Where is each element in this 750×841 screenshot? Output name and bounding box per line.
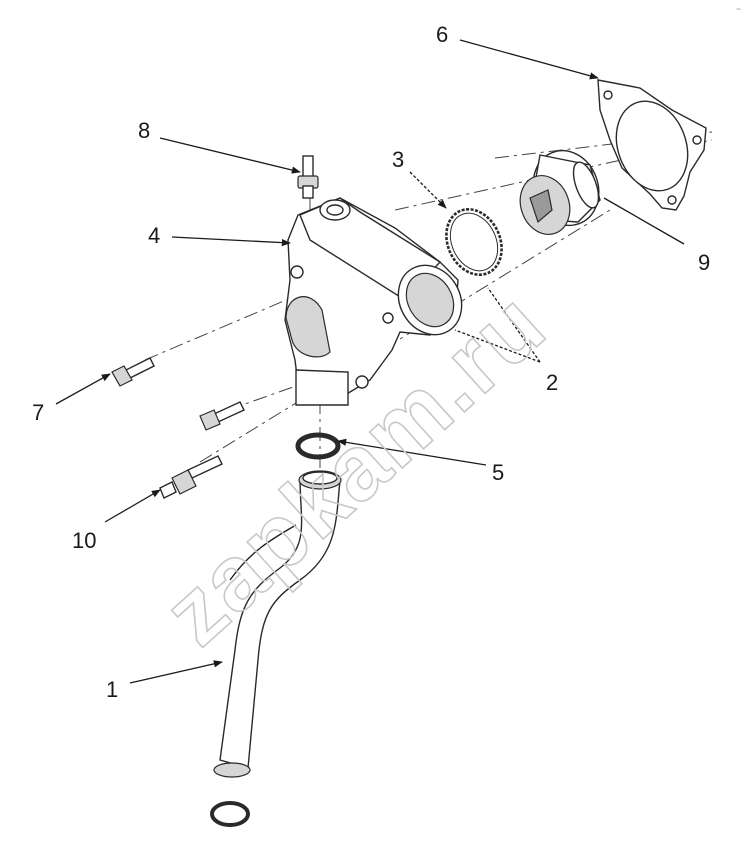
corner-mark: ~ [736, 4, 741, 14]
o-ring-seal [445, 207, 503, 277]
thermostat [519, 149, 601, 235]
stud-bolt [297, 155, 319, 199]
callout-7: 7 [32, 400, 44, 425]
callout-6: 6 [436, 22, 448, 47]
coolant-pipe [213, 470, 342, 778]
callout-2: 2 [546, 370, 558, 395]
seal-ring-lower [210, 801, 250, 827]
bolt-lower [199, 401, 245, 431]
callout-5: 5 [492, 460, 504, 485]
callout-9: 9 [698, 250, 710, 275]
callout-4: 4 [148, 223, 160, 248]
gasket-plate [597, 79, 707, 211]
temperature-sensor [159, 455, 223, 499]
bolt-upper [111, 357, 155, 387]
callout-labels: 6 8 3 4 9 2 7 5 10 1 [32, 22, 710, 702]
leader-lines [55, 39, 685, 684]
callout-1: 1 [106, 677, 118, 702]
thermostat-housing [284, 197, 463, 406]
seal-ring-upper [295, 432, 341, 460]
callout-3: 3 [392, 147, 404, 172]
callout-10: 10 [72, 528, 96, 553]
callout-8: 8 [138, 118, 150, 143]
